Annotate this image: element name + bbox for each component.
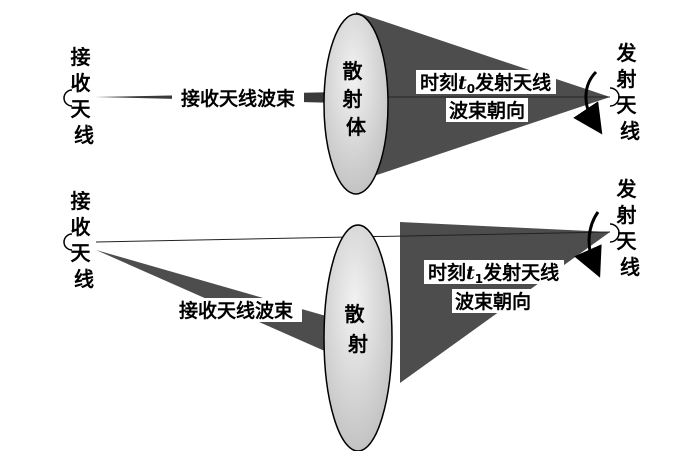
bottom-scatterer-label: 散 射: [345, 302, 372, 356]
bottom-transmitter-label: 发 射 天 线: [616, 177, 644, 279]
top-receiver-antenna-icon: [63, 89, 73, 107]
top-scatterer-label: 散 射 体: [342, 59, 370, 139]
top-rx-beam-label: 接收天线波束: [181, 87, 296, 110]
bottom-tx-beam-label: 时刻t1发射天线: [428, 261, 559, 286]
bottom-receiver-antenna-icon: [63, 233, 73, 251]
top-transmitter-label: 发 射 天 线: [616, 41, 644, 143]
top-panel: 接 收 天 线 发 射 天 线 接收天线波束 散 射 体 时刻t0发射天线 波束…: [63, 12, 644, 195]
top-receiver-label: 接 收 天 线: [71, 45, 98, 147]
top-tx-beam-label: 时刻t0发射天线: [420, 71, 551, 96]
top-rotation-arrow-icon: [573, 70, 603, 135]
bottom-transmitter-antenna-icon: [609, 223, 620, 243]
top-transmitter-antenna-icon: [609, 87, 620, 107]
bottom-receiver-label: 接 收 天 线: [71, 189, 98, 291]
bottom-tx-label-bg-2: [452, 289, 534, 313]
top-scatterer: [323, 13, 389, 195]
bottom-panel: 接 收 天 线 发 射 天 线 接收天线波束 散 射 时刻t1发射天线 波束朝向: [63, 177, 644, 451]
top-tx-label-bg-2: [446, 98, 528, 122]
bottom-rx-beam-label-bg: [170, 298, 302, 322]
bottom-scatterer: [323, 224, 393, 451]
bottom-tx-label-bg-1: [424, 260, 564, 284]
bottom-rx-beam-label: 接收天线波束: [179, 299, 294, 322]
top-tx-beam-label-line2: 波束朝向: [449, 99, 525, 122]
top-rx-beam-label-bg: [172, 86, 304, 110]
bottom-rotation-arrow-icon: [574, 211, 602, 278]
bottom-tx-beam-label-line2: 波束朝向: [455, 290, 531, 313]
top-tx-label-bg-1: [416, 70, 556, 94]
